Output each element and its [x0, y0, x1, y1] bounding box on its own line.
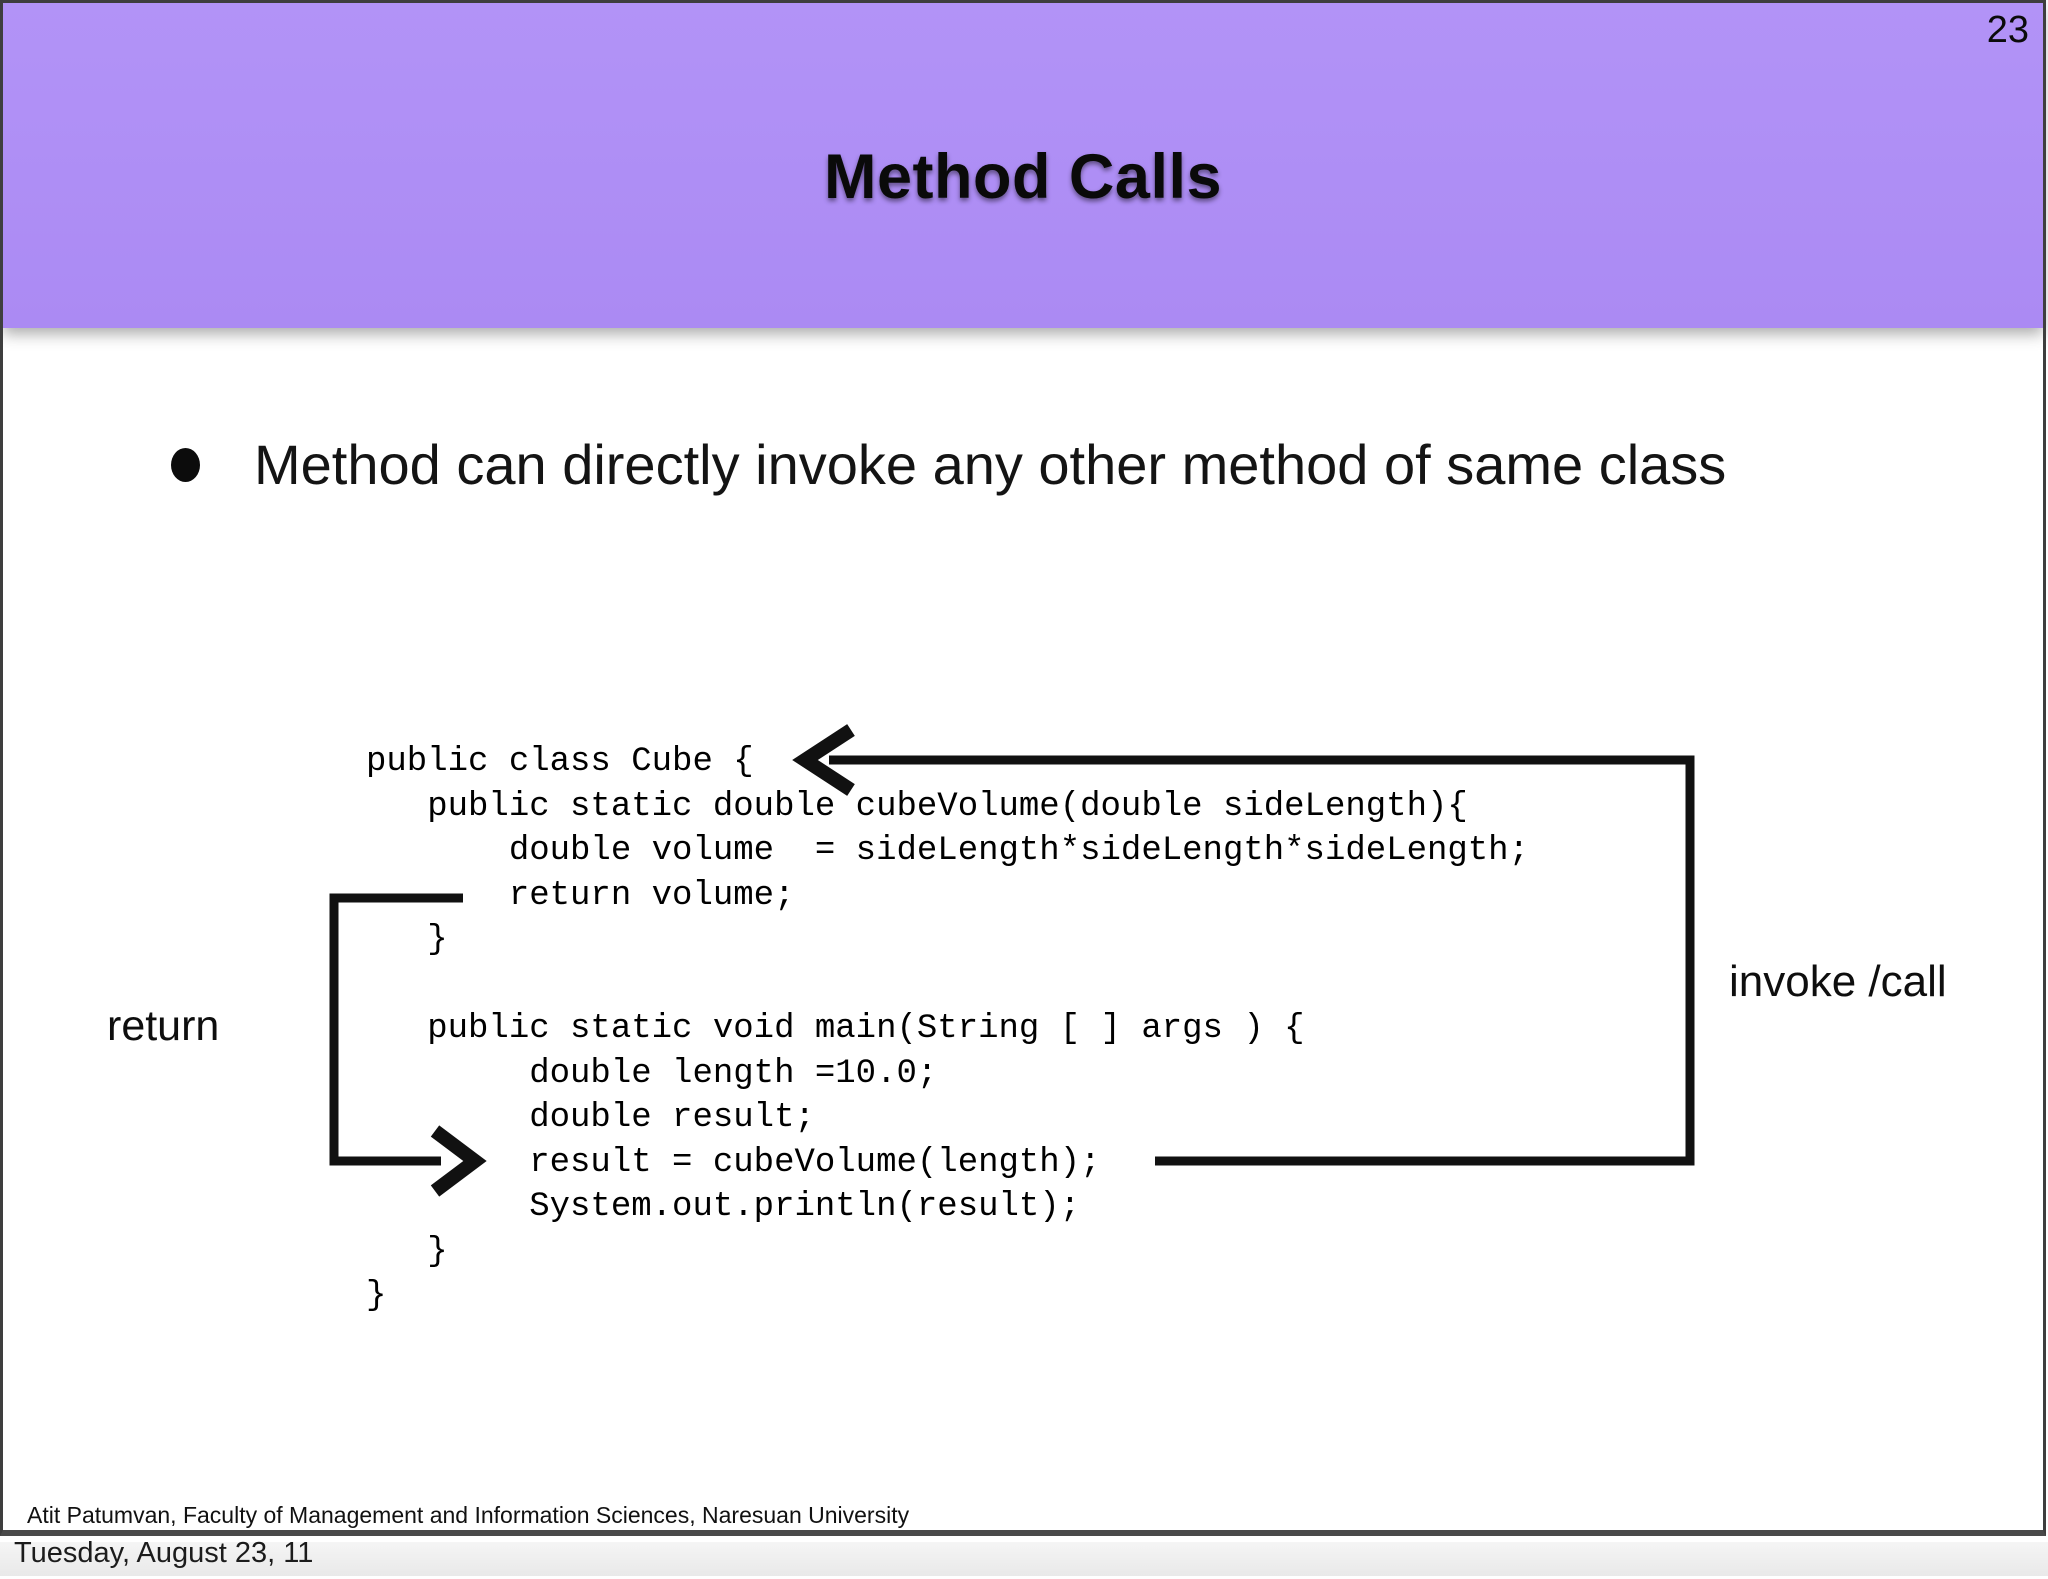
slide-title: Method Calls	[823, 142, 1223, 212]
bullet-dot-icon	[171, 448, 200, 482]
date-text: Tuesday, August 23, 11	[14, 1537, 314, 1569]
invoke-label: invoke /call	[1729, 957, 1947, 1006]
title-band: Method Calls	[3, 3, 2043, 328]
page-number: 23	[1986, 9, 2029, 51]
return-label: return	[107, 1002, 220, 1050]
code-block: public class Cube { public static double…	[366, 743, 1529, 1315]
bullet-item: Method can directly invoke any other met…	[171, 432, 1726, 498]
slide: Method Calls 23 Method can directly invo…	[0, 0, 2046, 1536]
footer-credit: Atit Patumvan, Faculty of Management and…	[27, 1502, 910, 1528]
date-strip	[0, 1542, 2048, 1576]
bullet-text: Method can directly invoke any other met…	[254, 433, 1727, 496]
